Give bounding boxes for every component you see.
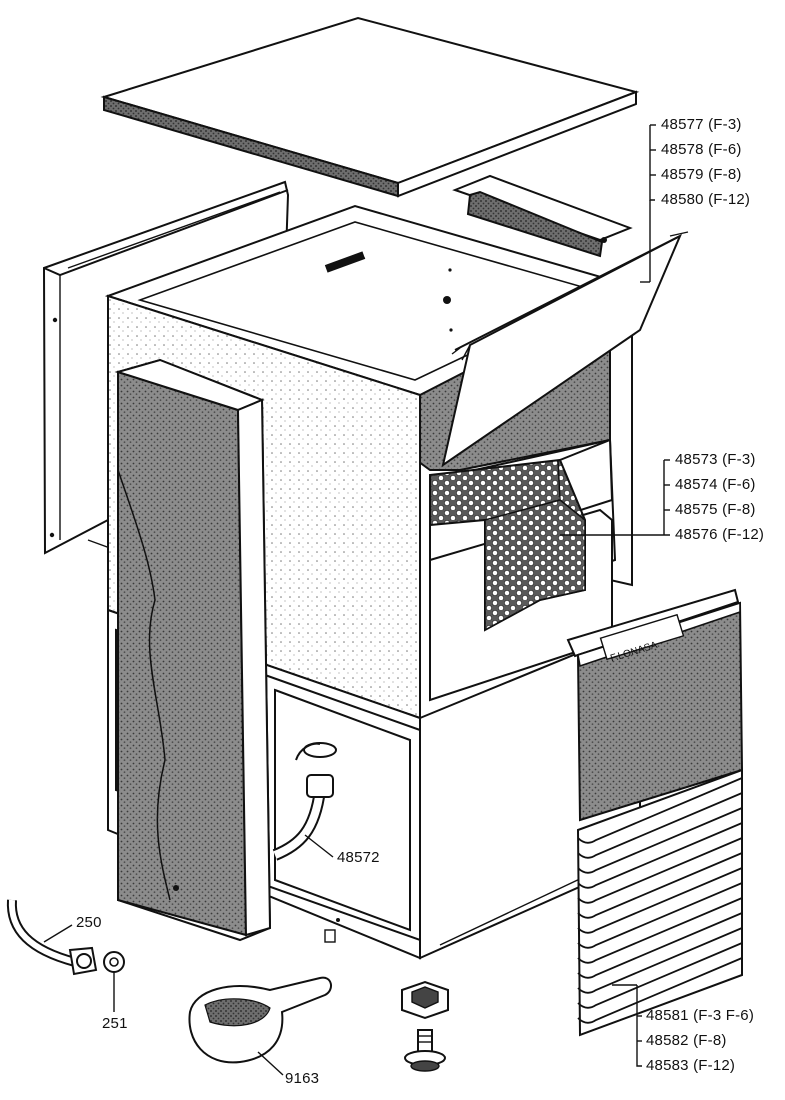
callout-9163: 9163	[285, 1070, 320, 1087]
louver-slat	[577, 852, 743, 919]
callout-48583: 48583 (F-12)	[646, 1057, 736, 1074]
louver-slat	[577, 837, 743, 904]
callout-48574: 48574 (F-6)	[675, 476, 756, 493]
washer-251	[103, 951, 125, 973]
louver-slat	[577, 957, 743, 1024]
callout-48581: 48581 (F-3 F-6)	[646, 1007, 755, 1024]
front-insulated-panel	[114, 358, 272, 942]
louver-slat	[577, 927, 743, 994]
callout-48579: 48579 (F-8)	[661, 166, 742, 183]
hose-48572	[272, 742, 337, 861]
hinged-front-door	[441, 231, 689, 468]
louver-slat	[577, 882, 743, 949]
louver-slat	[577, 807, 743, 874]
louver-slat	[577, 912, 743, 979]
louver-slat	[577, 777, 743, 844]
adjustable-foot	[401, 980, 449, 1072]
callout-48576: 48576 (F-12)	[675, 526, 765, 543]
louver-slat	[577, 867, 743, 934]
leader-lines	[43, 124, 670, 1076]
louver-slat	[577, 897, 743, 964]
top-lid	[100, 16, 640, 198]
louver-slat	[577, 942, 743, 1009]
louver-slat	[577, 822, 743, 889]
front-grille-upper	[566, 588, 744, 822]
callout-250: 250	[76, 914, 102, 931]
callout-48582: 48582 (F-8)	[646, 1032, 727, 1049]
callout-48578: 48578 (F-6)	[661, 141, 742, 158]
callout-48573: 48573 (F-3)	[675, 451, 756, 468]
callout-48575: 48575 (F-8)	[675, 501, 756, 518]
louvered-grille	[576, 768, 743, 1037]
louver-slat	[577, 792, 743, 859]
callout-251: 251	[102, 1015, 128, 1032]
back-right-panel	[452, 174, 633, 258]
drain-hose-250	[6, 899, 98, 976]
ice-scoop-9163	[188, 976, 332, 1064]
callout-48577: 48577 (F-3)	[661, 116, 742, 133]
honeycomb-grille	[429, 458, 586, 632]
callout-48572: 48572	[337, 849, 380, 866]
callout-48580: 48580 (F-12)	[661, 191, 751, 208]
